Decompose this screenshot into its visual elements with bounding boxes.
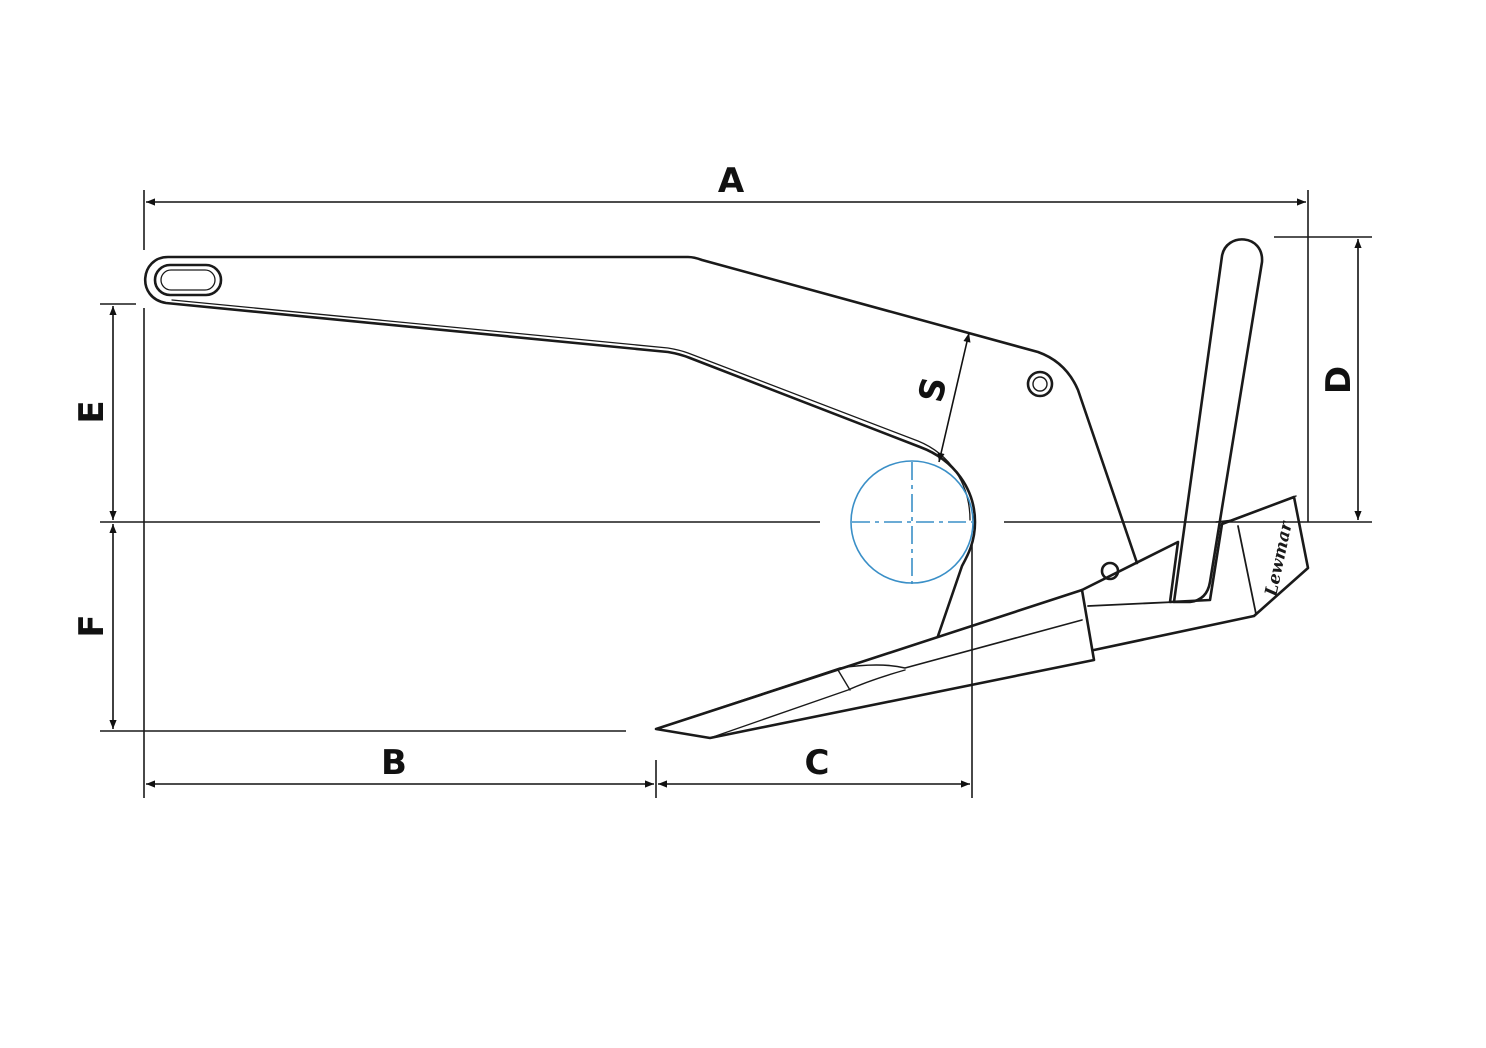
- pivot-hole-inner: [1032, 376, 1048, 392]
- shank-circle: [850, 460, 974, 584]
- dimension-lines: [109, 198, 1362, 788]
- fluke-ridge-lower: [709, 669, 906, 739]
- fluke-heel-plate: [1237, 525, 1257, 615]
- shackle-slot: [153, 263, 223, 297]
- dimension-label-f: F: [72, 614, 112, 637]
- dimension-label-e: E: [72, 400, 112, 423]
- anchor-shank: [143, 255, 1139, 638]
- fluke-blade: [654, 588, 1096, 740]
- anchor-outline: [143, 238, 1310, 740]
- dimension-label-c: C: [805, 743, 830, 783]
- dimension-label-s: S: [911, 374, 955, 406]
- dimension-label-d: D: [1319, 366, 1359, 394]
- shackle-slot-inner: [160, 269, 216, 291]
- pivot-hole: [1026, 370, 1054, 398]
- fluke-ridge-mark: [837, 669, 851, 691]
- anchor-shank-inner-edge: [171, 299, 971, 521]
- fluke-heel-step: [1087, 541, 1179, 607]
- dimension-label-a: A: [718, 161, 745, 201]
- fluke-ridge: [655, 619, 1083, 730]
- dimension-line-s: [937, 332, 971, 463]
- brand-logo: Lewmar: [1261, 519, 1297, 599]
- fluke-heel-edge: [1215, 495, 1297, 523]
- dimension-label-b: B: [381, 743, 407, 783]
- extension-lines: [100, 190, 1372, 798]
